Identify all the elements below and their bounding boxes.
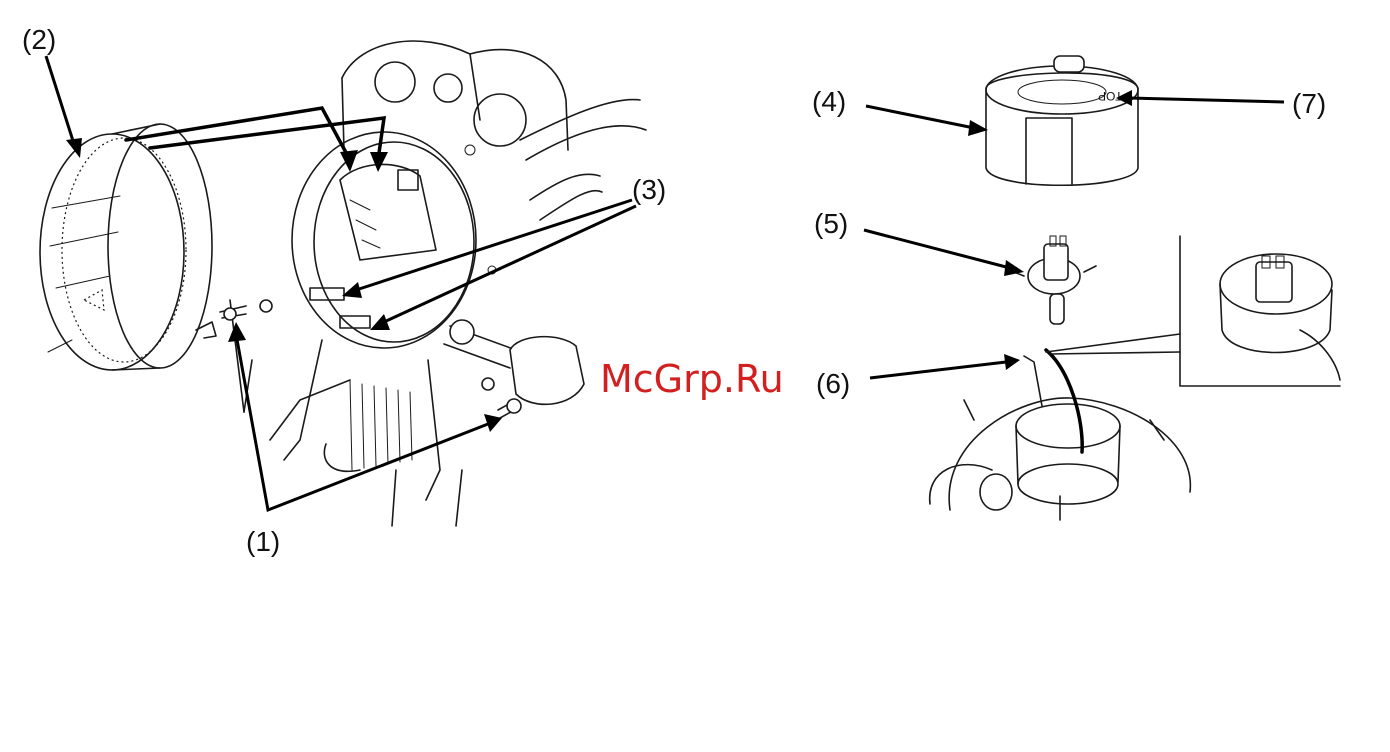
bulb-socket-retainer <box>930 350 1191 520</box>
dust-cover <box>986 56 1138 185</box>
headlight-lens-unit <box>40 124 216 370</box>
watermark-text: McGrp.Ru <box>600 360 784 398</box>
arrows-callout-2 <box>46 56 388 172</box>
callout-6-label: (6) <box>816 370 850 398</box>
dust-cover-top-mark: TOP <box>1098 90 1122 102</box>
callout-1-label: (1) <box>246 528 280 556</box>
callout-5-label: (5) <box>814 210 848 238</box>
headlight-bulb <box>1014 236 1096 324</box>
callout-4-label: (4) <box>812 88 846 116</box>
callout-7-label: (7) <box>1292 90 1326 118</box>
callout-2-label: (2) <box>22 26 56 54</box>
inset-detail <box>1046 236 1340 386</box>
turn-signal <box>444 320 584 404</box>
arrows-callout-3 <box>342 200 636 330</box>
callout-3-label: (3) <box>632 176 666 204</box>
upper-bracket-assembly <box>342 41 646 274</box>
